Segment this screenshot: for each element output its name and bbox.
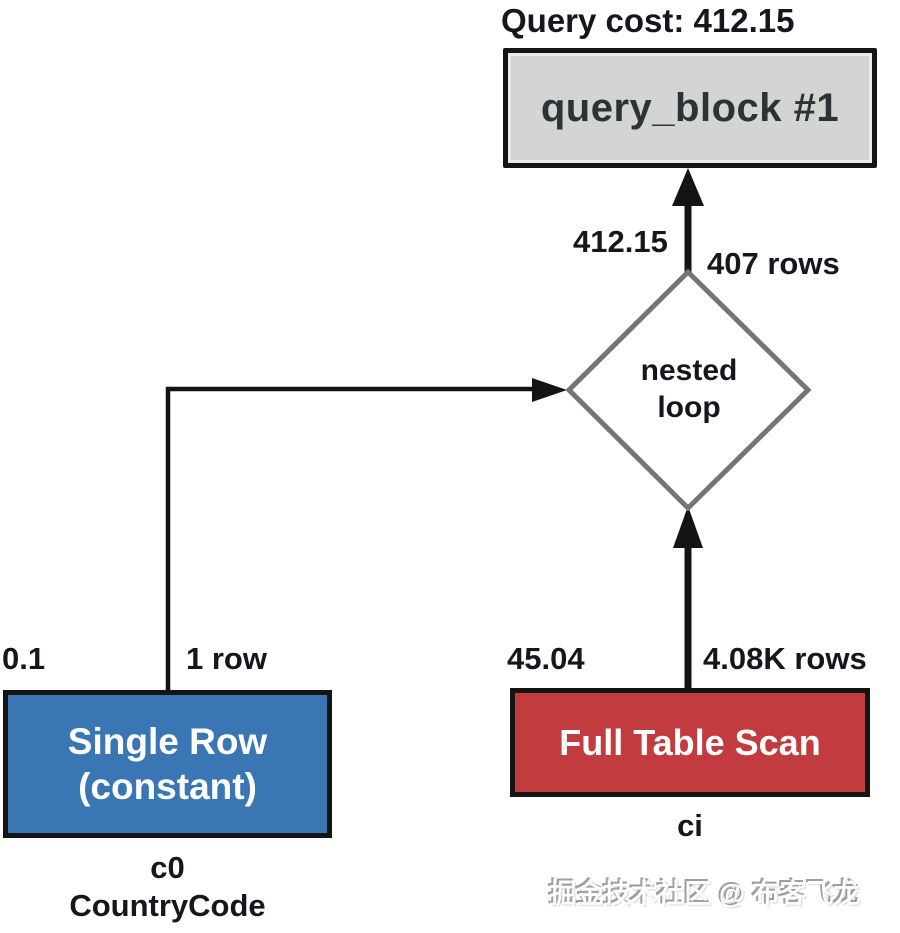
query-block-node: query_block #1: [503, 48, 877, 168]
single-row-rows-label: 1 row: [186, 641, 267, 676]
watermark-text: 掘金技术社区 @ 布客飞龙: [549, 879, 861, 909]
nested-loop-cost-label: 412.15: [573, 224, 668, 259]
nested-loop-label-line2: loop: [657, 391, 721, 424]
full-table-scan-table-label: ci: [677, 808, 703, 843]
single-row-cost-label: 0.1: [2, 641, 46, 676]
nested-loop-label: nested loop: [570, 352, 808, 426]
query-cost-label: Query cost: 412.15: [501, 2, 795, 39]
single-row-table-alias: c0: [150, 850, 185, 885]
query-block-label: query_block #1: [540, 85, 840, 130]
single-row-table-name: CountryCode: [69, 888, 266, 923]
nested-loop-diamond: [565, 268, 812, 512]
nested-loop-label-line1: nested: [640, 354, 738, 387]
single-row-label-line2: (constant): [78, 766, 257, 807]
arrowhead-up-icon: [672, 168, 704, 206]
edge-full-table-scan-to-nested-loop: [673, 506, 703, 690]
edge-nested-loop-to-query-block: [672, 168, 704, 278]
single-row-table-label: c0 CountryCode: [0, 849, 335, 925]
edge-single-row-to-nested-loop: [165, 378, 567, 690]
single-row-label-line1: Single Row: [67, 721, 268, 762]
full-table-scan-node: Full Table Scan: [510, 688, 870, 797]
nested-loop-rows-label: 407 rows: [707, 246, 840, 281]
arrowhead-right-icon: [532, 378, 567, 402]
full-table-scan-rows-label: 4.08K rows: [703, 641, 867, 676]
full-table-scan-label: Full Table Scan: [559, 721, 821, 763]
arrowhead-up-icon: [673, 506, 703, 548]
single-row-node: Single Row (constant): [3, 690, 332, 838]
full-table-scan-cost-label: 45.04: [507, 641, 585, 676]
